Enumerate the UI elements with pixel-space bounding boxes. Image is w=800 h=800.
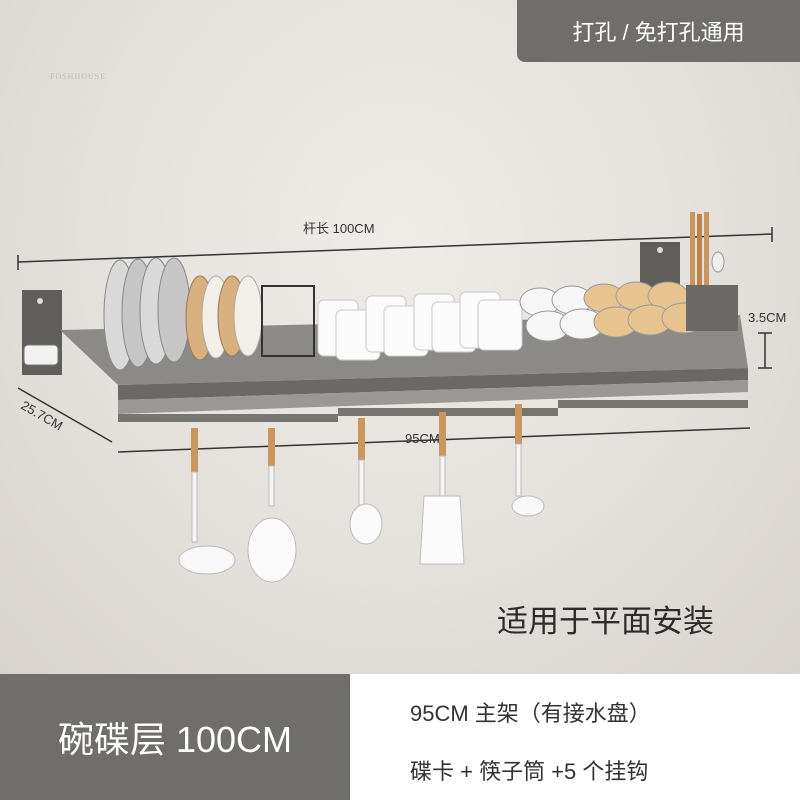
width-dimension	[117, 427, 751, 453]
mounting-badge: 打孔 / 免打孔通用	[517, 0, 800, 62]
utensil-small-ladle	[511, 404, 545, 517]
utensil-ladle	[178, 428, 236, 575]
tray-lip-right	[558, 400, 748, 408]
product-illustration: 杆长 100CM	[17, 212, 786, 583]
depth-dimension	[17, 387, 113, 443]
height-label: 3.5CM	[748, 310, 786, 325]
rack-front-rail	[118, 368, 748, 400]
chopstick-holder	[686, 212, 738, 331]
install-note: 适用于平面安装	[497, 604, 714, 639]
cup-row	[317, 291, 523, 361]
spec-line-1: 95CM 主架（有接水盘）	[410, 701, 651, 726]
brand-watermark: FOSHHOUSE	[50, 72, 107, 81]
product-info-bar: 碗碟层 100CM 95CM 主架（有接水盘） 碟卡 + 筷子筒 +5 个挂钩	[0, 674, 800, 800]
utensil-skimmer	[247, 428, 297, 583]
product-title: 碗碟层 100CM	[0, 674, 350, 800]
utensil-pasta-server	[349, 418, 383, 545]
utensil-spatula	[419, 412, 465, 565]
spec-line-2: 碟卡 + 筷子筒 +5 个挂钩	[410, 759, 649, 784]
height-dimension	[758, 332, 772, 369]
rod-length-label: 杆长 100CM	[303, 221, 375, 236]
tray-lip-left	[118, 414, 338, 422]
width-label: 95CM	[405, 431, 440, 446]
bowl-rows	[519, 281, 707, 342]
depth-label: 25.7CM	[19, 398, 66, 434]
left-wall-bracket	[22, 290, 62, 375]
tray-lip-middle	[338, 408, 558, 416]
drip-tray	[118, 380, 748, 414]
rod-length-dimension	[17, 227, 773, 270]
plate-rack	[103, 257, 315, 371]
